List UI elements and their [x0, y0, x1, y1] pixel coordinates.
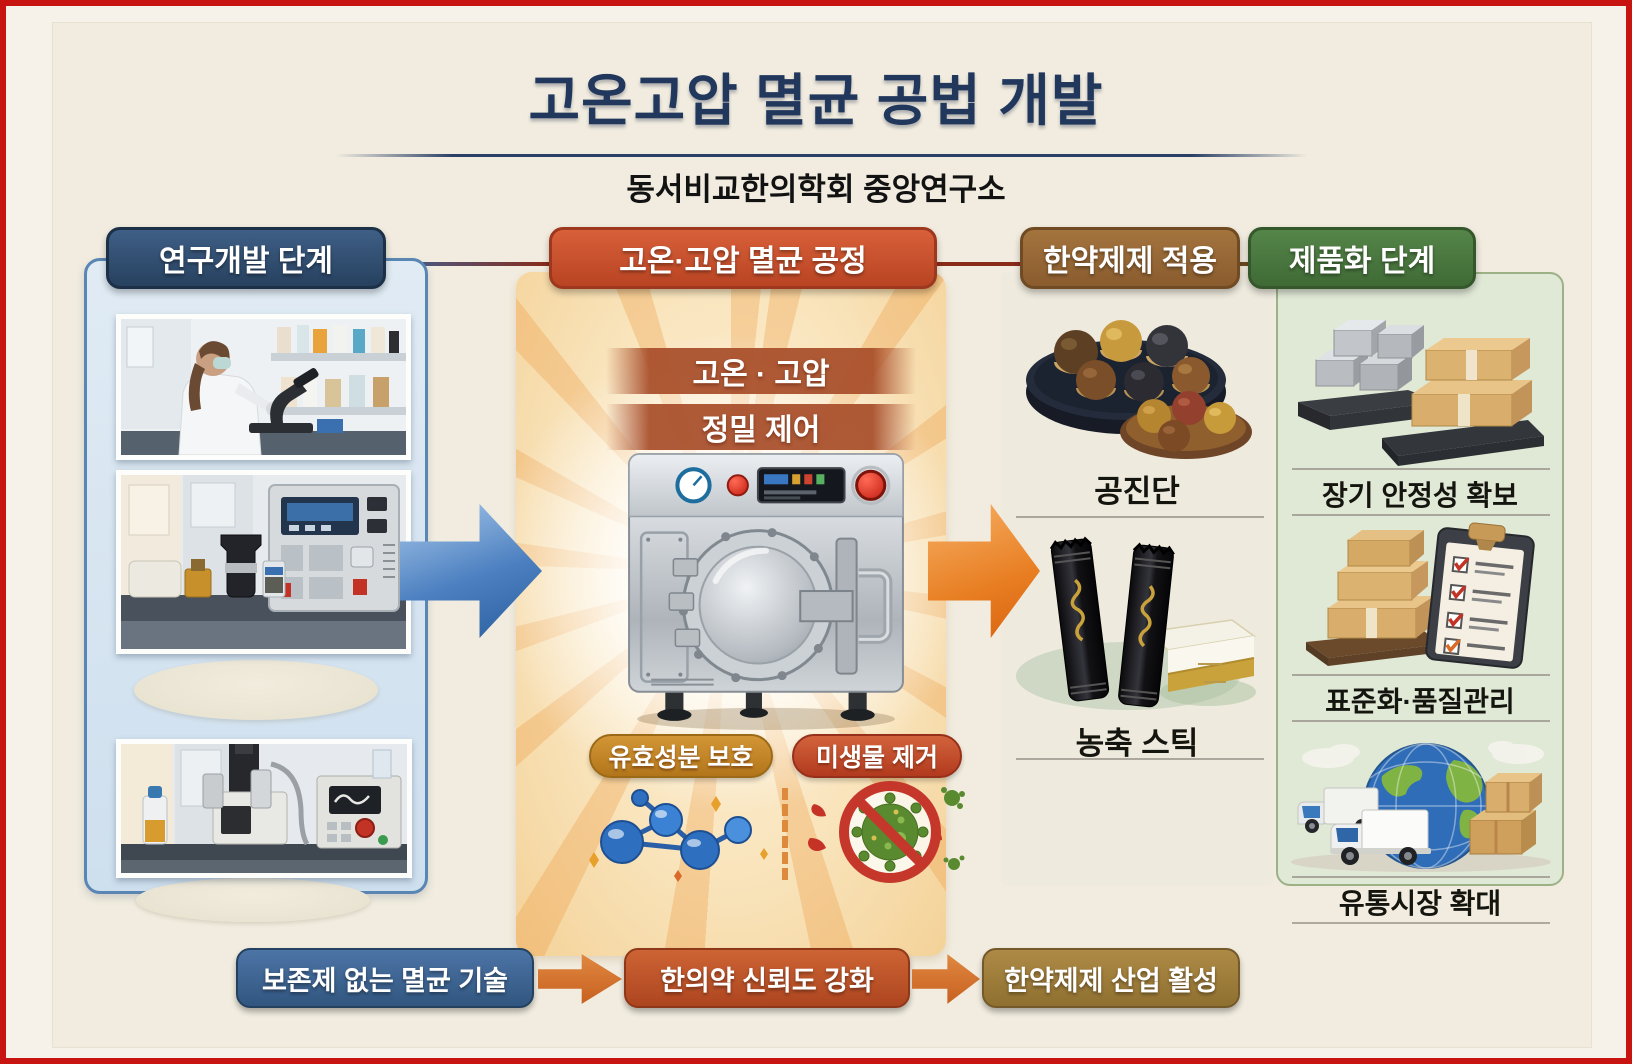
flow-badge-2-label: 한의약 신뢰도 강화 [660, 965, 874, 996]
photo-analysis-machines [116, 739, 412, 878]
production-label-distribution: 유통시장 확대 [1338, 888, 1502, 919]
separator [1016, 758, 1264, 760]
decor-ellipse-top [134, 660, 378, 720]
page-subtitle: 동서비교한의학회 중앙연구소 [626, 172, 1006, 207]
photo-researcher-microscope [116, 314, 411, 460]
flow-badge-3-label: 한약제제 산업 활성 [1004, 965, 1218, 996]
precision-band-bottom-label: 정밀 제어 [701, 414, 821, 447]
separator [1292, 720, 1550, 722]
production-label-stability: 장기 안정성 확보 [1322, 480, 1518, 511]
connector-line-3 [1236, 262, 1252, 266]
connector-line-2 [935, 262, 1023, 266]
header-productization-stage: 제품화 단계 [1248, 227, 1476, 289]
gongjindan-pills-illustration [1014, 296, 1258, 466]
separator [1292, 674, 1550, 676]
production-label-standardization: 표준화·품질관리 [1325, 686, 1515, 717]
product-label-gongjindan: 공진단 [1094, 474, 1180, 509]
pallet-stock-illustration [1290, 298, 1550, 466]
separator [1292, 922, 1550, 924]
autoclave-illustration [628, 453, 904, 730]
quality-check-illustration [1294, 520, 1546, 672]
header-application-label: 한약제제 적용 [1043, 245, 1217, 278]
separator [1016, 516, 1264, 518]
header-process-label: 고온·고압 멸균 공정 [619, 245, 867, 278]
header-sterilization-process: 고온·고압 멸균 공정 [549, 227, 937, 289]
concentrate-sticks-illustration [1008, 524, 1264, 716]
molecule-icon [578, 782, 778, 884]
photo-lab-equipment [116, 470, 411, 654]
header-production-label: 제품화 단계 [1288, 245, 1436, 278]
benefit-left-label: 유효성분 보호 [608, 744, 754, 772]
no-microbe-icon [802, 776, 972, 888]
benefit-badge-active-ingredient: 유효성분 보호 [589, 734, 773, 778]
benefit-badge-microbe-removal: 미생물 제거 [792, 734, 962, 778]
autoclave-machine [594, 440, 938, 732]
researcher-microscope-illustration [121, 319, 406, 455]
header-herbal-application: 한약제제 적용 [1020, 227, 1240, 289]
header-research-label: 연구개발 단계 [159, 245, 333, 278]
lab-equipment-illustration [121, 475, 406, 649]
separator [1292, 468, 1550, 470]
separator [1292, 514, 1550, 516]
precision-band-top: 고온 · 고압 [606, 348, 916, 394]
page-title: 고온고압 멸균 공법 개발 [528, 69, 1104, 132]
flow-badge-industry: 한약제제 산업 활성 [982, 948, 1240, 1008]
analysis-machines-illustration [121, 744, 407, 873]
header-research-stage: 연구개발 단계 [106, 227, 386, 289]
title-divider [336, 154, 1308, 157]
benefit-right-label: 미생물 제거 [816, 744, 938, 772]
connector-line-1 [384, 262, 552, 266]
flow-badge-trust: 한의약 신뢰도 강화 [624, 948, 910, 1008]
flow-badge-preservative-free: 보존제 없는 멸균 기술 [236, 948, 534, 1008]
global-distribution-illustration [1286, 724, 1556, 874]
flow-badge-1-label: 보존제 없는 멸균 기술 [261, 965, 509, 996]
separator [1292, 876, 1550, 878]
precision-band-bottom: 정밀 제어 [606, 404, 916, 450]
precision-band-top-label: 고온 · 고압 [692, 358, 830, 391]
product-label-concentrate-stick: 농축 스틱 [1075, 726, 1199, 761]
decor-ellipse-bottom [136, 878, 370, 922]
dashed-divider [782, 788, 788, 880]
